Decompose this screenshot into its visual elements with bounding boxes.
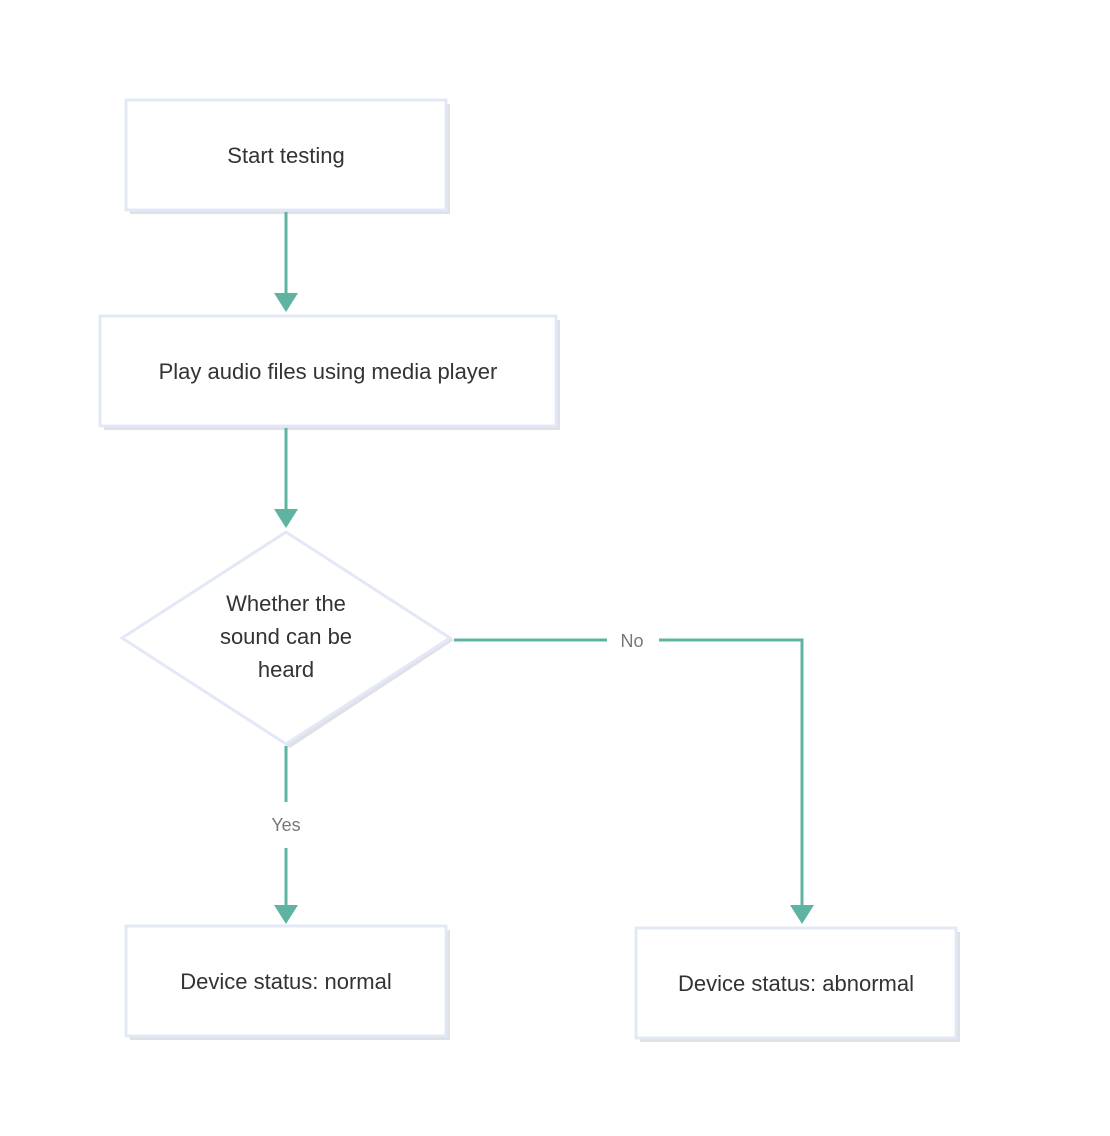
edge-yes-label: Yes [271,815,300,835]
abnormal-node-label: Device status: abnormal [678,971,914,996]
edge-yes: Yes [271,746,301,924]
edge-no-line-right [659,638,804,906]
start-node-box [124,98,448,212]
decision-node-line-1: Whether the [226,591,346,616]
edge-start-to-play-arrowhead [274,293,298,312]
edge-no: No [454,631,814,924]
abnormal-node-box [634,926,958,1040]
edge-no-arrowhead [790,905,814,924]
decision-node-diamond [119,530,453,746]
start-node: Start testing [124,98,450,214]
edge-play-to-decision-arrowhead [274,509,298,528]
edge-play-to-decision [274,428,298,528]
normal-node-box [124,924,448,1038]
decision-node: Whether the sound can be heard [119,530,454,748]
normal-node: Device status: normal [124,924,450,1040]
edge-yes-arrowhead [274,905,298,924]
start-node-label: Start testing [227,143,344,168]
decision-node-line-3: heard [258,657,314,682]
play-node-box [98,314,558,428]
play-node: Play audio files using media player [98,314,560,430]
abnormal-node: Device status: abnormal [634,926,960,1042]
decision-node-line-2: sound can be [220,624,352,649]
normal-node-label: Device status: normal [180,969,392,994]
edge-start-to-play [274,212,298,312]
edge-no-label: No [620,631,643,651]
play-node-label: Play audio files using media player [159,359,498,384]
